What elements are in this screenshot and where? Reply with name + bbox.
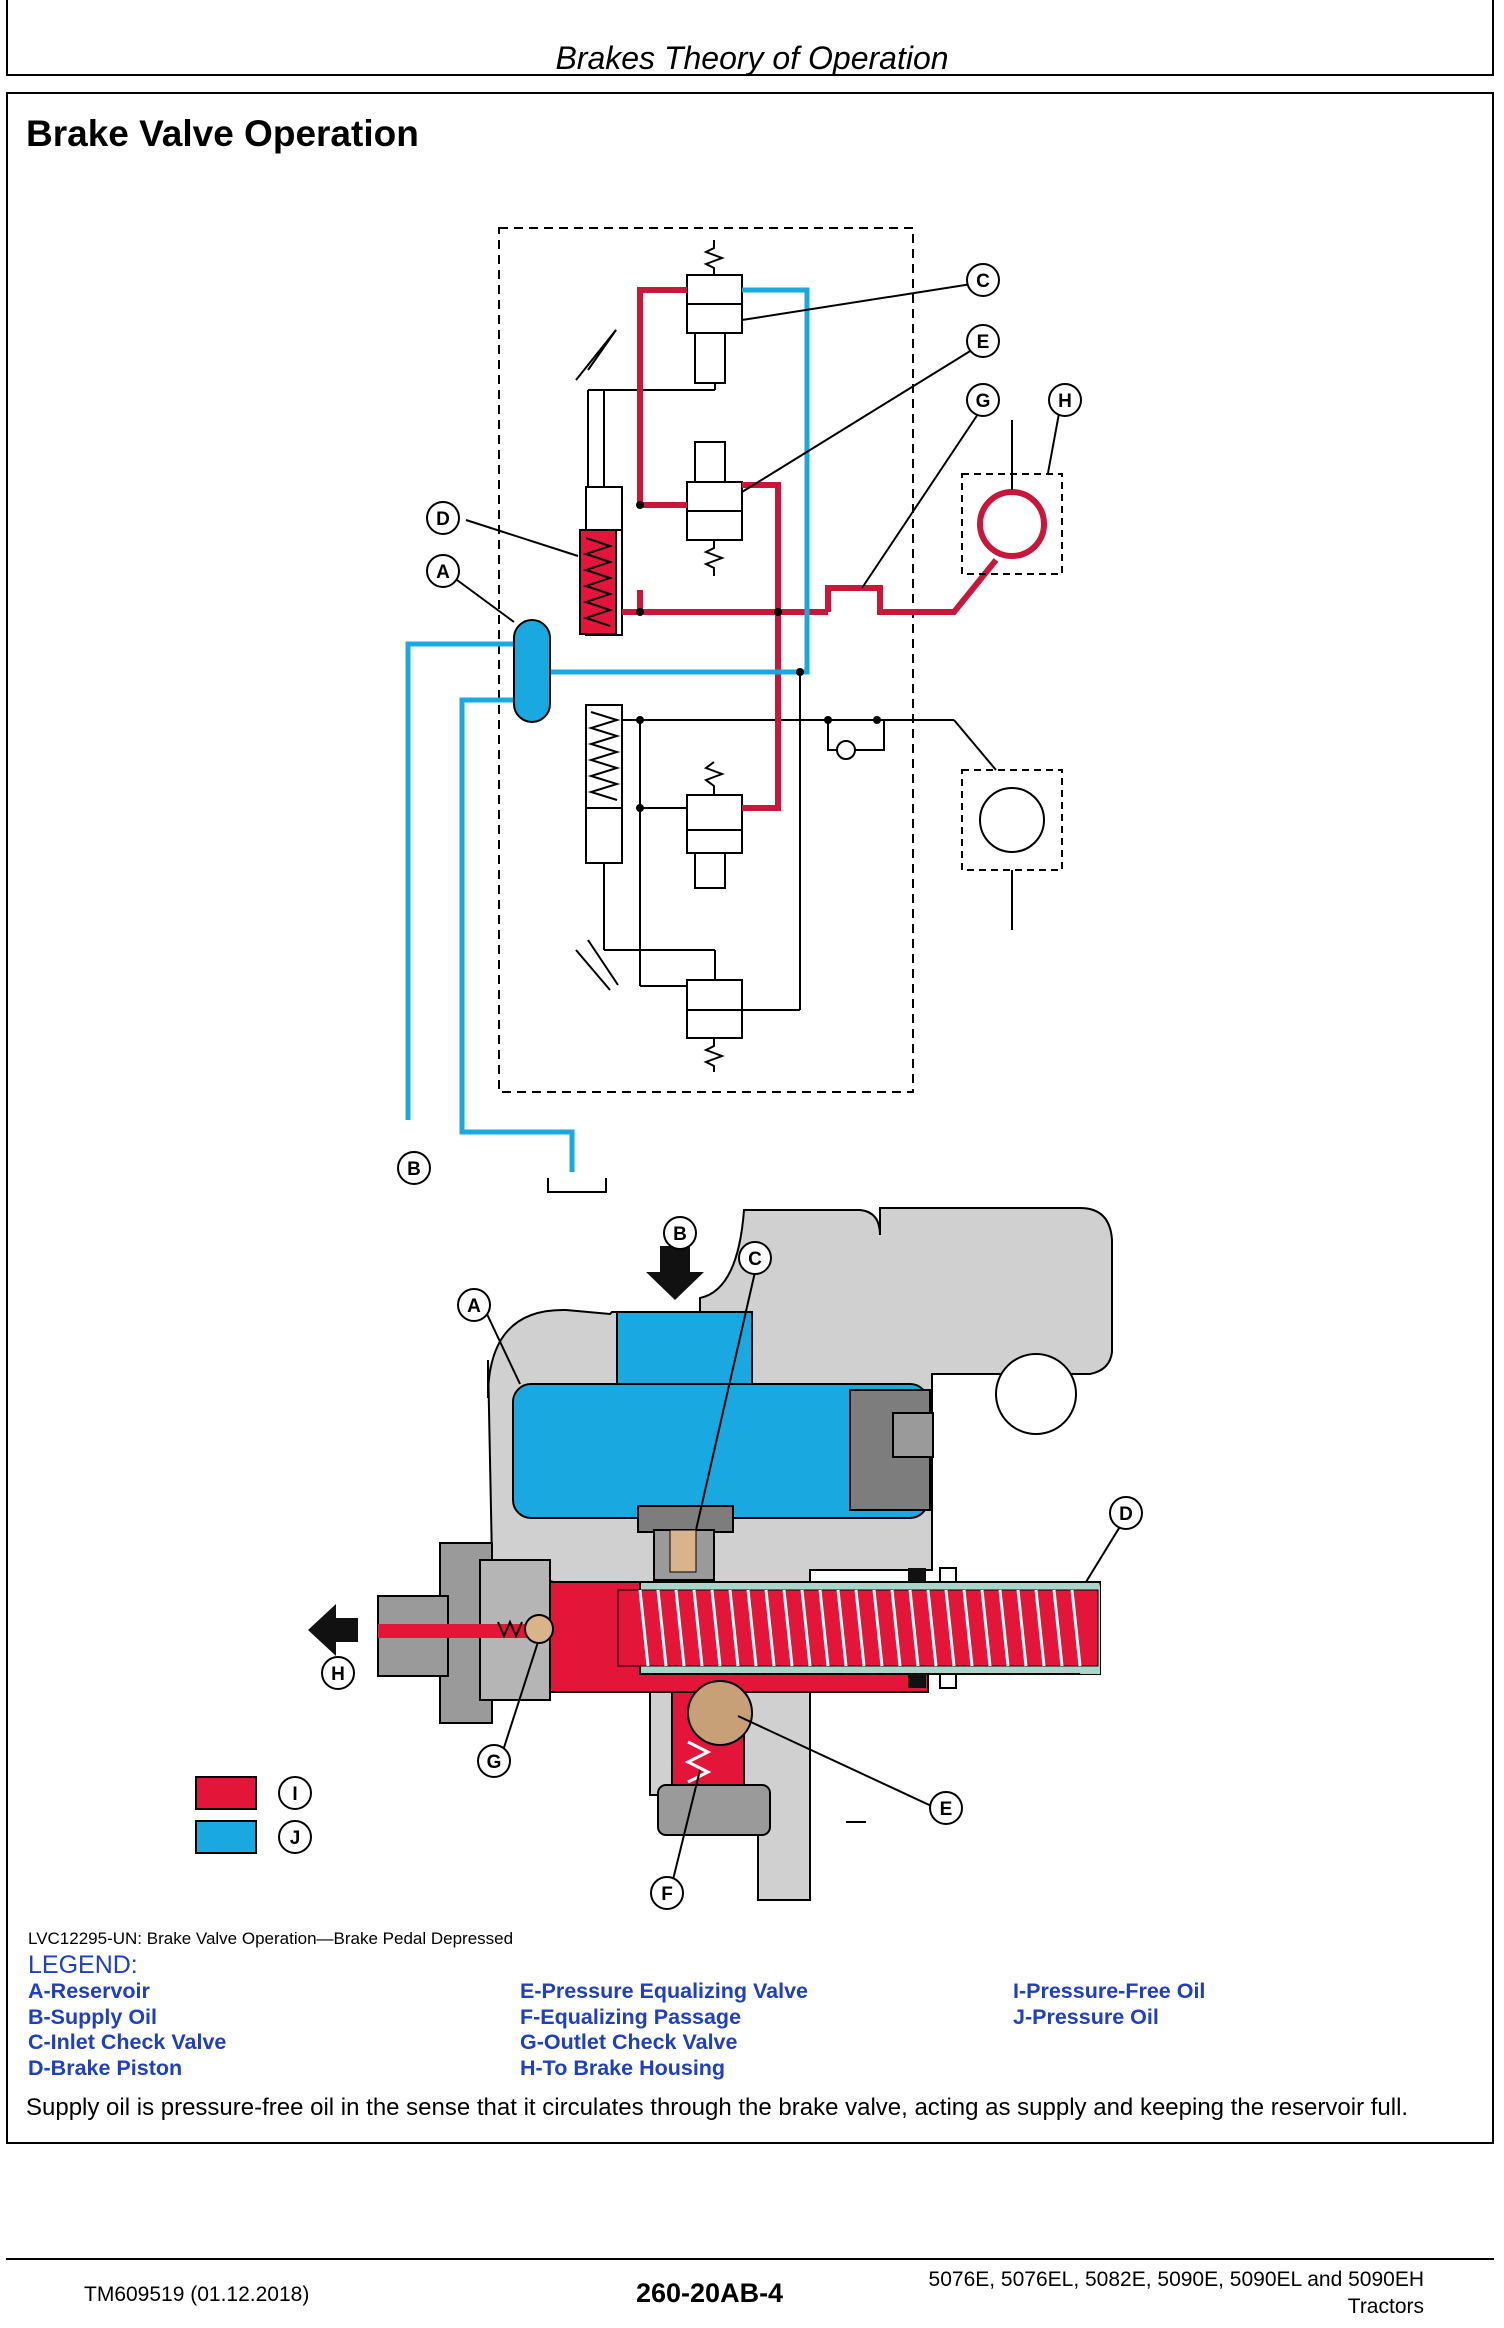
footer-page-number: 260-20AB-4: [636, 2278, 784, 2308]
callout-label: D: [436, 509, 450, 530]
callout-label: C: [976, 271, 990, 292]
callout-label: E: [977, 332, 990, 353]
legend-item: C-Inlet Check Valve: [28, 2030, 227, 2054]
footer-divider: [6, 2258, 1494, 2260]
callout-label: H: [331, 1664, 345, 1685]
footer-doc-id: TM609519 (01.12.2018): [84, 2283, 310, 2306]
cutaway-callouts: B C A D H G I J E F: [278, 1216, 1143, 1910]
callout-label: E: [940, 1799, 953, 1820]
callout-label: F: [661, 1884, 673, 1905]
callout-label: A: [436, 562, 450, 583]
legend-title: LEGEND:: [28, 1951, 138, 1979]
callout-label: J: [290, 1828, 301, 1849]
legend-item: J-Pressure Oil: [1013, 2004, 1159, 2029]
legend-item: H-To Brake Housing: [520, 2055, 726, 2080]
callout-label: B: [407, 1159, 421, 1180]
callout-label: G: [976, 391, 991, 412]
figure-caption: LVC12295-UN: Brake Valve Operation—Brake…: [28, 1929, 514, 1948]
section-title: Brake Valve Operation: [26, 113, 419, 154]
legend-item: G-Outlet Check Valve: [520, 2030, 738, 2054]
header-frame: [6, 0, 1494, 76]
legend-item: B-Supply Oil: [28, 2004, 157, 2029]
callout-label: A: [467, 1296, 481, 1317]
hydraulic-schematic: [405, 227, 1063, 1193]
schematic-callouts: C E G H D A B: [397, 263, 1082, 1185]
legend-item: E-Pressure Equalizing Valve: [520, 1979, 808, 2003]
pressure-oil-swatch: [195, 1820, 257, 1854]
footer-models-line1: 5076E, 5076EL, 5082E, 5090E, 5090EL and …: [928, 2268, 1424, 2291]
running-header: Brakes Theory of Operation: [555, 40, 949, 76]
legend-item: D-Brake Piston: [28, 2055, 183, 2080]
footer-models: 5076E, 5076EL, 5082E, 5090E, 5090EL and …: [929, 2266, 1424, 2320]
cutaway-illustration: [308, 1207, 1113, 1901]
legend-column-2: E-Pressure Equalizing Valve F-Equalizing…: [520, 1979, 808, 2081]
callout-label: B: [673, 1224, 687, 1245]
callout-label: C: [748, 1249, 762, 1270]
body-paragraph: Supply oil is pressure-free oil in the s…: [26, 2094, 1409, 2121]
legend-item: I-Pressure-Free Oil: [1013, 1979, 1206, 2003]
footer-models-line2: Tractors: [1347, 2295, 1424, 2318]
legend-column-3: I-Pressure-Free Oil J-Pressure Oil: [1013, 1979, 1205, 2030]
pressure-free-oil-swatch: [195, 1776, 257, 1810]
content-frame: [6, 92, 1494, 2144]
callout-label: G: [487, 1752, 502, 1773]
legend-item: A-Reservoir: [28, 1979, 150, 2003]
callout-label: H: [1058, 391, 1072, 412]
callout-label: D: [1119, 1504, 1133, 1525]
legend-column-1: A-Reservoir B-Supply Oil C-Inlet Check V…: [28, 1979, 226, 2081]
legend-item: F-Equalizing Passage: [520, 2004, 742, 2029]
callout-label: I: [292, 1784, 297, 1805]
